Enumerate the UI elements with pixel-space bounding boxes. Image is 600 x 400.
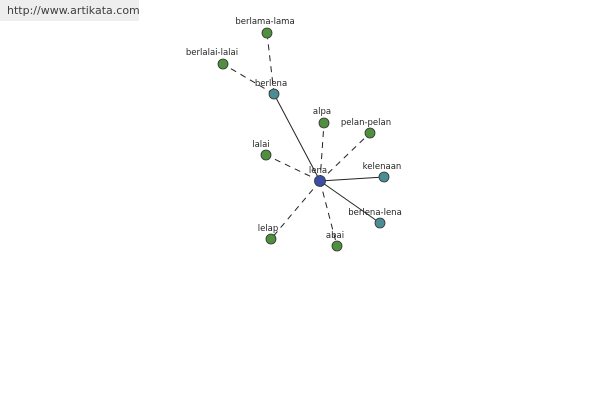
node-label-lalai[interactable]: lalai: [252, 140, 270, 150]
node-label-pelan-pelan[interactable]: pelan-pelan: [341, 118, 391, 128]
node-label-alpa[interactable]: alpa: [313, 107, 331, 117]
node-label-berlama-lama[interactable]: berlama-lama: [235, 17, 294, 27]
node-berlena-lena[interactable]: [374, 217, 386, 229]
node-lena[interactable]: [314, 175, 326, 187]
edge-berlena-berlalai-lalai: [222, 63, 275, 95]
edge-lena-kelenaan: [319, 176, 385, 182]
node-label-lena[interactable]: lena: [309, 166, 327, 176]
node-pelan-pelan[interactable]: [364, 127, 376, 139]
node-label-berlena-lena[interactable]: berlena-lena: [348, 208, 402, 218]
node-lelap[interactable]: [265, 233, 277, 245]
graph-edges: [222, 32, 385, 247]
node-berlalai-lalai[interactable]: [217, 58, 229, 70]
node-label-kelenaan[interactable]: kelenaan: [363, 162, 402, 172]
edge-lena-lalai: [265, 154, 321, 182]
node-kelenaan[interactable]: [378, 171, 390, 183]
node-lalai[interactable]: [260, 149, 272, 161]
node-label-berlalai-lalai[interactable]: berlalai-lalai: [186, 48, 238, 58]
edge-lena-berlena-lena: [319, 180, 381, 224]
node-label-berlena[interactable]: berlena: [255, 79, 287, 89]
edge-lena-abai: [319, 180, 338, 247]
node-label-lelap[interactable]: lelap: [258, 224, 279, 234]
source-link[interactable]: http://www.artikata.com: [0, 0, 140, 21]
graph-labels: lena berlena berlama-lama berlalai-lalai alp…: [186, 17, 402, 241]
edge-lena-pelan-pelan: [319, 132, 371, 182]
node-alpa[interactable]: [318, 117, 330, 129]
edge-lena-alpa: [319, 122, 325, 182]
node-abai[interactable]: [331, 240, 343, 252]
node-berlena[interactable]: [268, 88, 280, 100]
graph-nodes: [217, 27, 390, 252]
edge-lena-berlena: [273, 93, 321, 182]
edge-lena-lelap: [270, 180, 321, 240]
node-label-abai[interactable]: abai: [326, 231, 344, 241]
node-berlama-lama[interactable]: [261, 27, 273, 39]
